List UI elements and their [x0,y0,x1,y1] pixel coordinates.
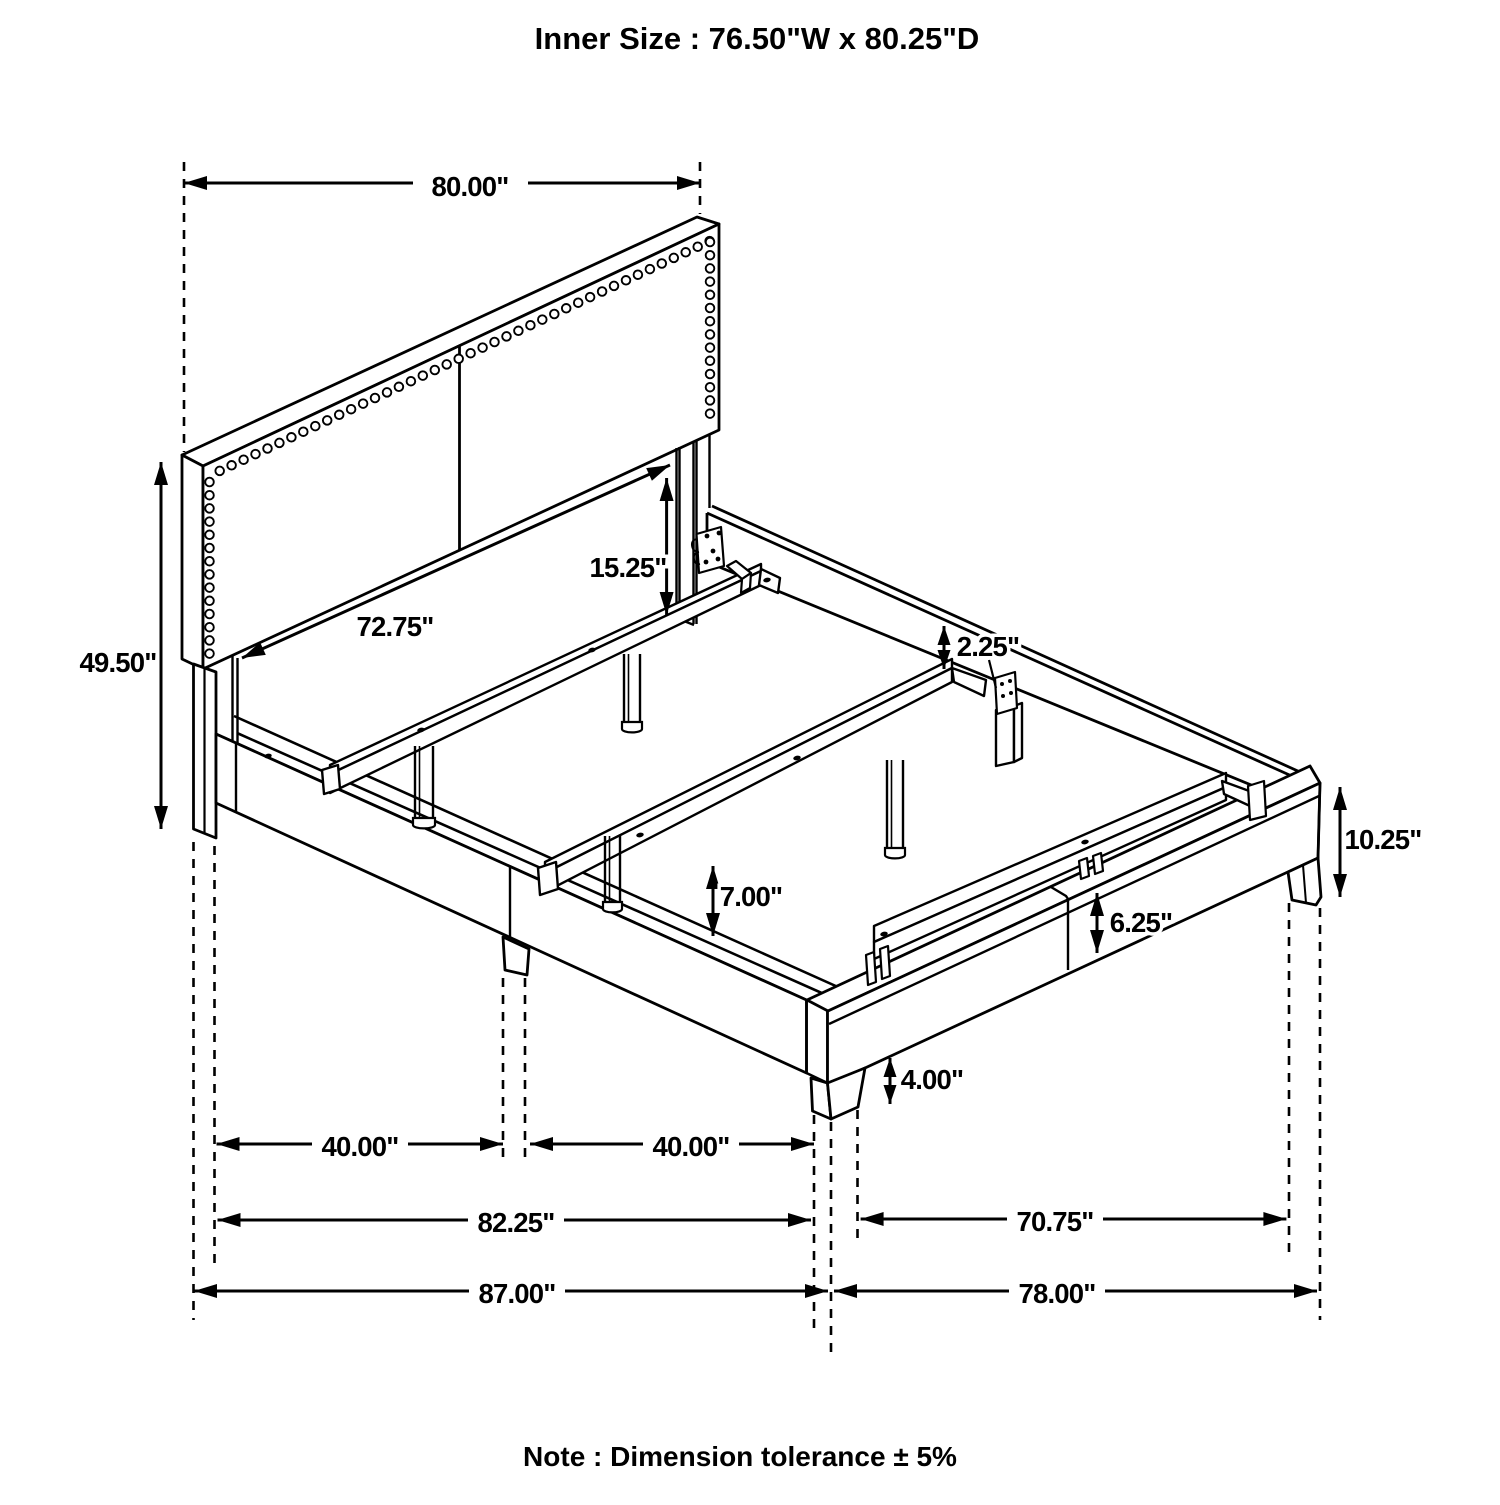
svg-text:82.25": 82.25" [477,1207,554,1238]
svg-text:2.25": 2.25" [957,631,1020,662]
svg-text:72.75": 72.75" [356,611,433,642]
svg-text:78.00": 78.00" [1018,1278,1095,1309]
svg-text:49.50": 49.50" [79,647,156,678]
svg-text:Inner Size : 76.50"W x 80.25"D: Inner Size : 76.50"W x 80.25"D [535,21,980,56]
svg-text:40.00": 40.00" [652,1131,729,1162]
svg-text:6.25": 6.25" [1110,907,1173,938]
svg-text:80.00": 80.00" [431,171,508,202]
svg-text:4.00": 4.00" [901,1064,964,1095]
svg-text:10.25": 10.25" [1344,824,1421,855]
svg-text:70.75": 70.75" [1016,1206,1093,1237]
svg-text:Note : Dimension tolerance ± 5: Note : Dimension tolerance ± 5% [523,1441,957,1472]
svg-text:40.00": 40.00" [321,1131,398,1162]
svg-text:7.00": 7.00" [720,881,783,912]
svg-text:87.00": 87.00" [478,1278,555,1309]
svg-text:15.25": 15.25" [589,552,666,583]
